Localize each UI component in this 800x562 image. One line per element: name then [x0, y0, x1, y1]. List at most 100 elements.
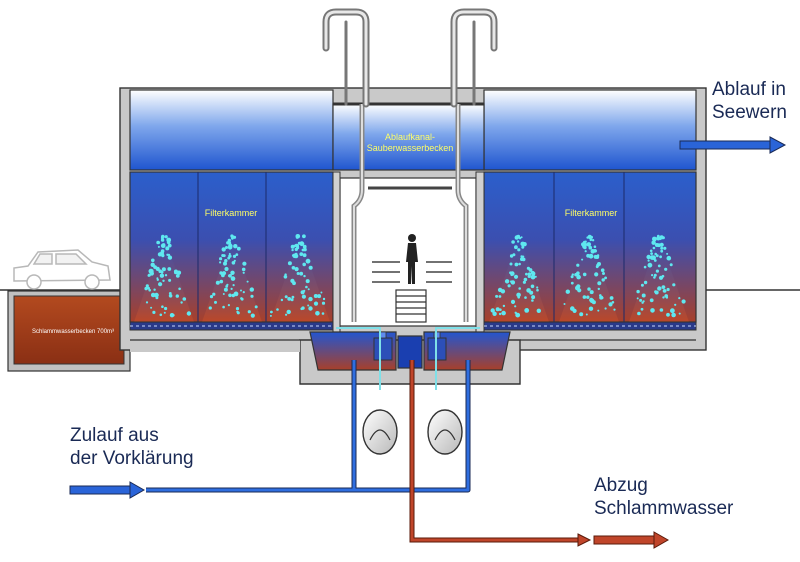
bubble [166, 237, 172, 243]
bubble [656, 236, 661, 241]
central-hall [332, 171, 485, 343]
bubble [563, 303, 566, 305]
bubble [230, 276, 236, 281]
bubble [147, 286, 150, 290]
bubble [509, 254, 514, 258]
car-icon [13, 249, 111, 290]
left-water-basin [129, 89, 334, 171]
bubble [224, 259, 228, 263]
vent-stacks [322, 8, 498, 108]
bubble [586, 295, 590, 299]
bubble [681, 299, 686, 304]
bubble [527, 272, 532, 277]
bubble [159, 273, 165, 278]
bubble [596, 263, 600, 267]
bubble [322, 297, 326, 301]
bubble [182, 297, 187, 301]
bubble [157, 245, 160, 248]
bubble [180, 301, 183, 304]
bubble [161, 305, 164, 309]
bubble [150, 306, 153, 309]
bubble [528, 268, 533, 272]
bubble [641, 301, 644, 304]
bubble [590, 249, 596, 254]
bubble [497, 287, 503, 293]
bubble [524, 308, 530, 313]
bubble [666, 312, 670, 317]
bubble [229, 242, 232, 245]
bubble [162, 279, 165, 282]
bubble [233, 259, 236, 262]
bubble [221, 271, 227, 276]
bubble [222, 293, 225, 295]
bubble [514, 305, 517, 308]
bubble [601, 296, 604, 300]
bubble [666, 255, 672, 261]
bubble [315, 311, 320, 316]
bubble [301, 242, 305, 245]
bubble [250, 313, 255, 318]
bubble [161, 267, 166, 272]
bubble [305, 279, 310, 284]
bubble [144, 286, 148, 291]
bubble [219, 257, 223, 261]
bubble [152, 310, 156, 314]
bubble [236, 310, 239, 314]
outlet-label-line1: Ablauf in [712, 79, 786, 100]
bubble [661, 236, 665, 240]
bubble [178, 287, 181, 291]
bubble [151, 258, 155, 263]
bubble [611, 301, 615, 304]
filter-right-label: Filterkammer [564, 208, 618, 218]
bubble [209, 295, 214, 299]
bubble [576, 274, 581, 280]
bubble [242, 271, 245, 274]
bubble [173, 269, 178, 274]
bubble [223, 287, 228, 292]
outlet-label-line2: Seewern [712, 102, 787, 123]
bubble [651, 240, 656, 245]
bubble [296, 272, 300, 275]
bubble [287, 261, 292, 266]
bubble [270, 310, 273, 314]
bubble [651, 274, 654, 277]
bubble [153, 288, 156, 291]
bubble [516, 240, 520, 243]
bubble [586, 242, 592, 247]
channel-label: Ablaufkanal- Sauberwasserbecken [350, 132, 470, 154]
bubble [156, 278, 159, 281]
bubble [643, 280, 648, 285]
bubble [499, 308, 502, 312]
bubble [570, 306, 575, 311]
bubble [649, 249, 653, 253]
inlet-arrow [69, 481, 146, 499]
bubble [212, 292, 216, 296]
bubble [303, 274, 306, 278]
bubble [284, 273, 287, 276]
bubble [636, 297, 639, 300]
right-water-basin [483, 89, 697, 171]
bubble [613, 308, 616, 311]
bubble [320, 291, 323, 294]
bubble [158, 269, 162, 274]
bubble [666, 252, 669, 255]
bubble [584, 250, 587, 253]
bubble [660, 246, 664, 250]
bubble [236, 246, 241, 251]
bubble [536, 308, 541, 313]
bubble [158, 282, 163, 287]
bubble [231, 261, 236, 265]
bubble [235, 307, 240, 311]
bubble [287, 297, 292, 301]
bubble [492, 311, 497, 316]
bubble [530, 274, 536, 280]
bubble [664, 267, 668, 271]
bubble [571, 273, 574, 276]
person-icon [406, 234, 418, 284]
bubble [291, 254, 295, 257]
bubble [593, 245, 597, 248]
bubble [233, 244, 238, 249]
bubble [591, 239, 595, 242]
bubble [674, 303, 677, 306]
bubble [148, 288, 151, 292]
